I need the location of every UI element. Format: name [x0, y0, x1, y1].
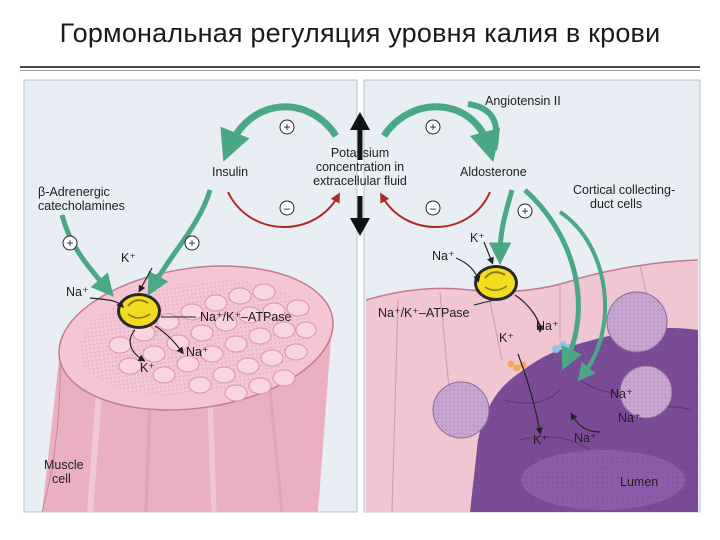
svg-text:+: +	[283, 120, 290, 134]
svg-text:+: +	[66, 236, 73, 250]
svg-text:+: +	[188, 236, 195, 250]
ion-na-left-out: Na⁺	[186, 345, 209, 359]
ion-na-lumen-3: Na⁺	[574, 431, 597, 445]
sign-plus-insulin: +	[280, 120, 294, 134]
atpase-pump-left	[117, 293, 161, 329]
svg-text:–: –	[284, 201, 291, 215]
label-muscle-1: Muscle	[44, 458, 84, 472]
ion-k-right-mid: K⁺	[499, 331, 514, 345]
sign-plus-insulin-pump: +	[185, 236, 199, 250]
label-beta-2: catecholamines	[38, 199, 125, 213]
ion-na-left: Na⁺	[66, 285, 89, 299]
ion-na-right-mid: Na⁺	[536, 319, 559, 333]
label-potassium-1: Potassium	[331, 146, 389, 160]
sign-minus-aldosterone: –	[426, 201, 440, 215]
label-angiotensin: Angiotensin II	[485, 94, 561, 108]
label-potassium-3: extracellular fluid	[313, 174, 407, 188]
sign-plus-catecholamines: +	[63, 236, 77, 250]
svg-text:+: +	[521, 204, 528, 218]
label-atpase-left: Na⁺/K⁺–ATPase	[200, 310, 292, 324]
label-muscle-2: cell	[52, 472, 71, 486]
sign-plus-cortical: +	[518, 204, 532, 218]
label-beta-1: β-Adrenergic	[38, 185, 110, 199]
label-lumen: Lumen	[620, 475, 658, 489]
label-cortical-2: duct cells	[590, 197, 642, 211]
sign-minus-insulin: –	[280, 201, 294, 215]
ion-k-left-top: K⁺	[121, 251, 136, 265]
sign-plus-aldosterone: +	[426, 120, 440, 134]
label-atpase-right: Na⁺/K⁺–ATPase	[378, 306, 470, 320]
label-aldosterone: Aldosterone	[460, 165, 527, 179]
ion-k-lumen: K⁺	[533, 433, 548, 447]
label-insulin: Insulin	[212, 165, 248, 179]
svg-text:–: –	[430, 201, 437, 215]
atpase-pump-right	[474, 265, 518, 301]
label-cortical-1: Cortical collecting-	[573, 183, 675, 197]
svg-text:+: +	[429, 120, 436, 134]
ion-k-right-top: K⁺	[470, 231, 485, 245]
ion-na-lumen-1: Na⁺	[610, 387, 633, 401]
ion-na-lumen-2: Na⁺	[618, 411, 641, 425]
ion-na-right-top: Na⁺	[432, 249, 455, 263]
label-potassium-2: concentration in	[316, 160, 404, 174]
ion-k-left-bottom: K⁺	[140, 361, 155, 375]
